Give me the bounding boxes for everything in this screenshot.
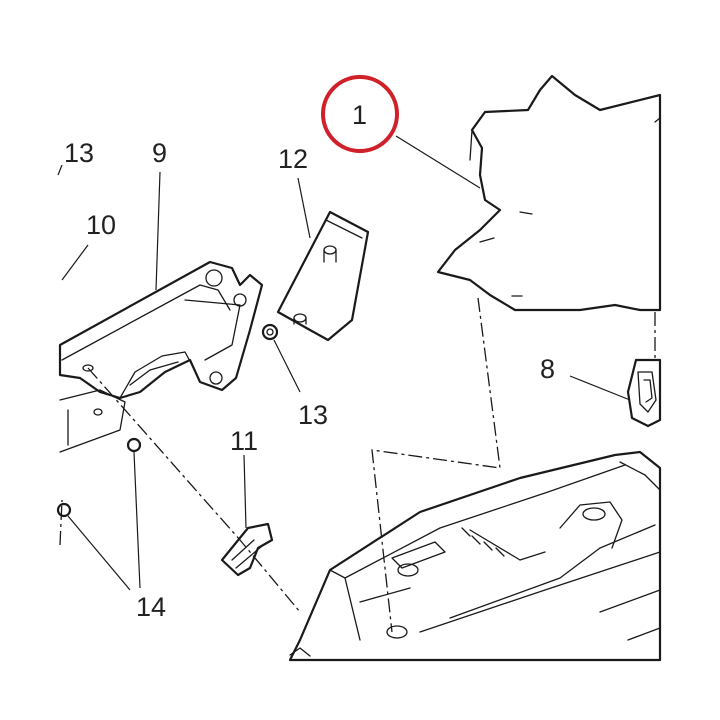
lower-housing (288, 450, 662, 662)
part-12-plate (276, 210, 370, 342)
callout-1: 1 (352, 100, 367, 130)
part-1-cover-panel (436, 74, 662, 312)
callout-14: 14 (136, 592, 166, 622)
part-9-hinge-arm (58, 260, 264, 453)
part-11-fastener (220, 522, 274, 577)
callout-13-top: 13 (64, 138, 94, 168)
callout-10: 10 (86, 210, 116, 240)
callout-11: 11 (230, 426, 258, 456)
part-13-washer (261, 323, 279, 341)
leader-lines (57, 135, 631, 591)
part-8-clip (626, 312, 662, 428)
callout-1-highlight-ring (321, 75, 399, 153)
part-14-nuts (56, 437, 142, 518)
callout-12: 12 (278, 144, 308, 174)
assembly-lines (59, 297, 501, 633)
callout-9: 9 (152, 138, 167, 168)
callout-8: 8 (540, 354, 555, 384)
callout-labels: 1 8 9 10 11 12 13 13 14 (64, 100, 555, 622)
callout-13-washer: 13 (298, 400, 328, 430)
